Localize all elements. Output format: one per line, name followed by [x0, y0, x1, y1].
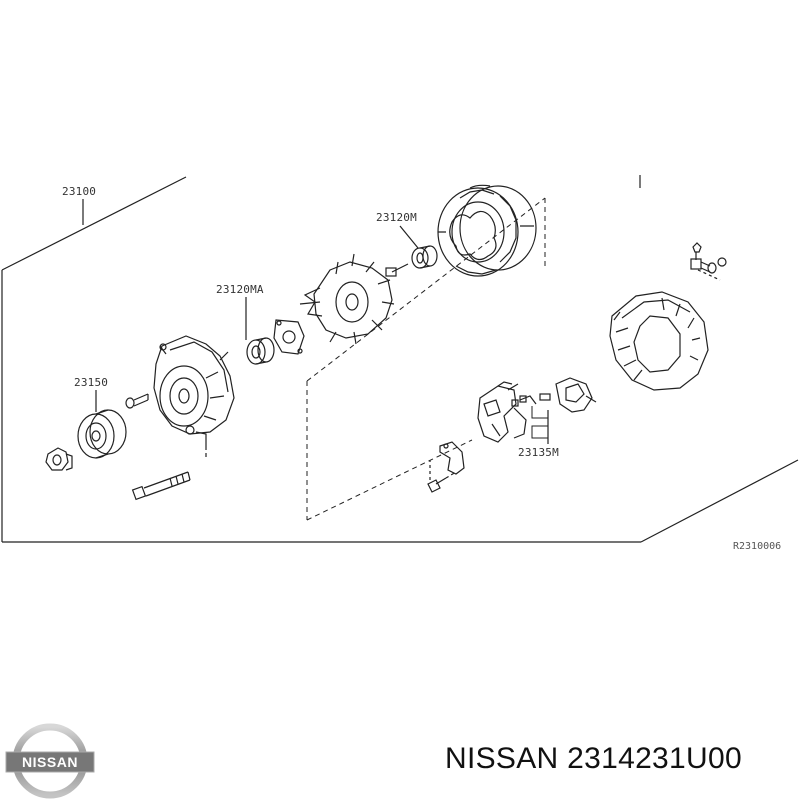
terminal-hardware	[690, 242, 727, 281]
reference-code: R2310006	[733, 541, 781, 552]
pulley-nut	[45, 447, 73, 471]
spacer-plate	[273, 319, 305, 355]
front-bearing	[245, 297, 275, 365]
nissan-logo: NISSAN	[5, 723, 95, 799]
label-pulley: 23150	[74, 376, 108, 389]
label-rear-bearing: 23120M	[376, 211, 417, 224]
stator	[437, 184, 537, 277]
rear-housing	[609, 291, 709, 391]
label-front-bearing: 23120MA	[216, 283, 264, 296]
rear-bearing	[399, 225, 438, 269]
lower-bracket	[427, 441, 465, 493]
front-housing	[153, 335, 235, 460]
leader-rear-bearing	[399, 225, 419, 249]
through-bolt	[131, 471, 191, 501]
pulley	[77, 390, 127, 459]
part-number-caption: NISSAN 2314231U00	[445, 742, 742, 775]
brush-holder	[477, 377, 597, 444]
label-brush-kit: 23135M	[518, 446, 559, 459]
housing-bolt	[125, 393, 149, 409]
inner-dashed-frame	[306, 197, 546, 521]
rotor-fan	[299, 253, 409, 345]
assembly-frame	[1, 175, 799, 543]
label-assembly: 23100	[62, 185, 96, 198]
logo-wordmark: NISSAN	[22, 754, 78, 770]
